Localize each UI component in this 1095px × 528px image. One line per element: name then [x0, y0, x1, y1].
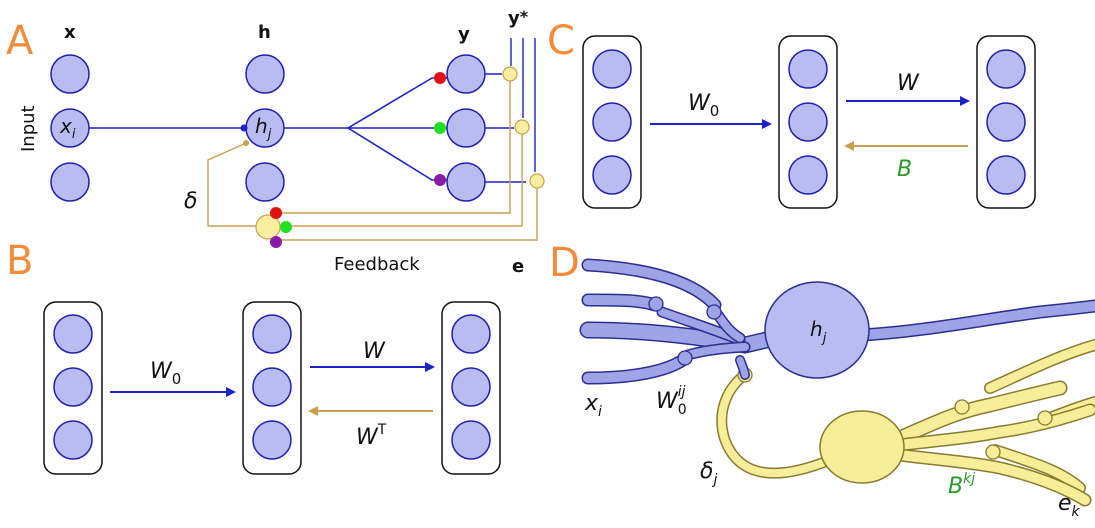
dendrite-branch-2 [714, 311, 744, 342]
x-unit-1 [50, 54, 90, 94]
panel-c-letter: C [547, 18, 575, 64]
y-unit-1 [446, 54, 486, 94]
xh-synapse [240, 124, 248, 132]
b-unit-3-2 [451, 367, 491, 407]
col-ystar-label: y* [508, 7, 529, 29]
b-unit-2-1 [252, 314, 292, 354]
b-unit-1-2 [53, 367, 93, 407]
d-xi-label: xi [584, 391, 602, 420]
panel-a: A x h y y* Input xi hj [6, 7, 545, 277]
feedback-axon-out [717, 371, 834, 478]
b-wt-label: WT [356, 422, 387, 450]
b-w0-label: W0 [150, 359, 181, 388]
hidden-neuron [579, 258, 1095, 385]
col-y-label: y [458, 24, 470, 45]
b-unit-1-1 [53, 314, 93, 354]
feedback-synapse-red [270, 207, 282, 219]
input-axon-2 [583, 295, 660, 310]
d-ek-label: ek [1058, 491, 1081, 520]
h-unit-3 [245, 162, 285, 202]
h-unit-1 [245, 54, 285, 94]
panel-c: C W0 W B [547, 18, 1036, 209]
feedback-axon-in-3 [990, 445, 1085, 493]
panel-d: D [549, 240, 1095, 520]
d-w0ij-label: W0ij [656, 384, 687, 418]
input-axon-1 [583, 260, 720, 310]
synapse-green [434, 122, 446, 134]
c-w-label: W [897, 71, 920, 96]
delta-line [207, 143, 256, 227]
c-unit-3-2 [986, 102, 1026, 142]
b-unit-3-1 [451, 314, 491, 354]
feedback-line-3 [276, 188, 538, 241]
feedback-bouton-1 [954, 399, 970, 415]
d-bkj-label: Bkj [948, 471, 975, 499]
delta-synapse [243, 140, 249, 146]
comparator-2 [514, 119, 530, 135]
input-bouton-3 [677, 350, 693, 366]
dendrite-branch-3 [684, 343, 749, 359]
delta-label: δ [184, 189, 197, 214]
hj-label: hj [255, 114, 272, 142]
c-unit-2-3 [788, 155, 828, 195]
b-unit-2-3 [252, 420, 292, 460]
feedback-dendrite-1 [889, 382, 1066, 446]
c-unit-1-3 [592, 155, 632, 195]
c-unit-2-2 [788, 102, 828, 142]
c-unit-2-1 [788, 49, 828, 89]
c-unit-3-1 [986, 49, 1026, 89]
x-unit-3 [50, 162, 90, 202]
y-unit-3 [446, 162, 486, 202]
hy-connection-3 [347, 127, 447, 181]
input-bouton-1 [648, 296, 664, 312]
panel-b: B W0 W WT [6, 238, 501, 475]
feedback-line-2 [284, 134, 523, 227]
c-unit-1-1 [592, 49, 632, 89]
c-w0-label: W0 [688, 91, 719, 120]
feedback-bouton-3 [985, 444, 1001, 460]
feedback-synapse-purple [270, 236, 282, 248]
c-unit-3-3 [986, 155, 1026, 195]
b-unit-1-3 [53, 420, 93, 460]
panel-d-letter: D [549, 240, 580, 286]
b-w-label: W [363, 339, 386, 364]
feedback-line-1 [282, 81, 511, 214]
comparator-1 [502, 66, 518, 82]
d-delta-label: δj [700, 459, 717, 488]
panel-a-letter: A [6, 18, 34, 64]
col-x-label: x [64, 22, 76, 43]
feedback-soma [819, 410, 905, 484]
col-h-label: h [258, 22, 271, 43]
b-unit-2-2 [252, 367, 292, 407]
dendrite-branch-4 [736, 356, 749, 379]
d-hj-label: hj [810, 317, 827, 346]
output-axon [855, 301, 1095, 340]
feedback-dendrite-2 [895, 405, 1095, 450]
hy-connection-1 [347, 77, 447, 129]
feedback-synapse-green [280, 221, 292, 233]
c-b-label: B [897, 157, 912, 182]
input-bouton-2 [706, 304, 722, 320]
xi-label: xi [59, 114, 76, 142]
input-label: Input [18, 105, 39, 152]
feedback-axon-in-1 [985, 340, 1095, 393]
y-unit-2 [446, 108, 486, 148]
hidden-soma [764, 281, 870, 379]
feedback-neuron [716, 339, 1095, 507]
b-unit-3-3 [451, 420, 491, 460]
feedback-dendrite-3 [895, 450, 1090, 505]
synapse-red [434, 72, 446, 84]
comparator-3 [529, 173, 545, 189]
feedback-label: Feedback [334, 254, 420, 275]
e-label: e [512, 256, 524, 277]
input-axon-3 [583, 355, 688, 383]
synapse-purple [434, 174, 446, 186]
c-unit-1-2 [592, 102, 632, 142]
feedback-bouton-2 [1037, 410, 1053, 426]
panel-b-letter: B [6, 238, 33, 284]
